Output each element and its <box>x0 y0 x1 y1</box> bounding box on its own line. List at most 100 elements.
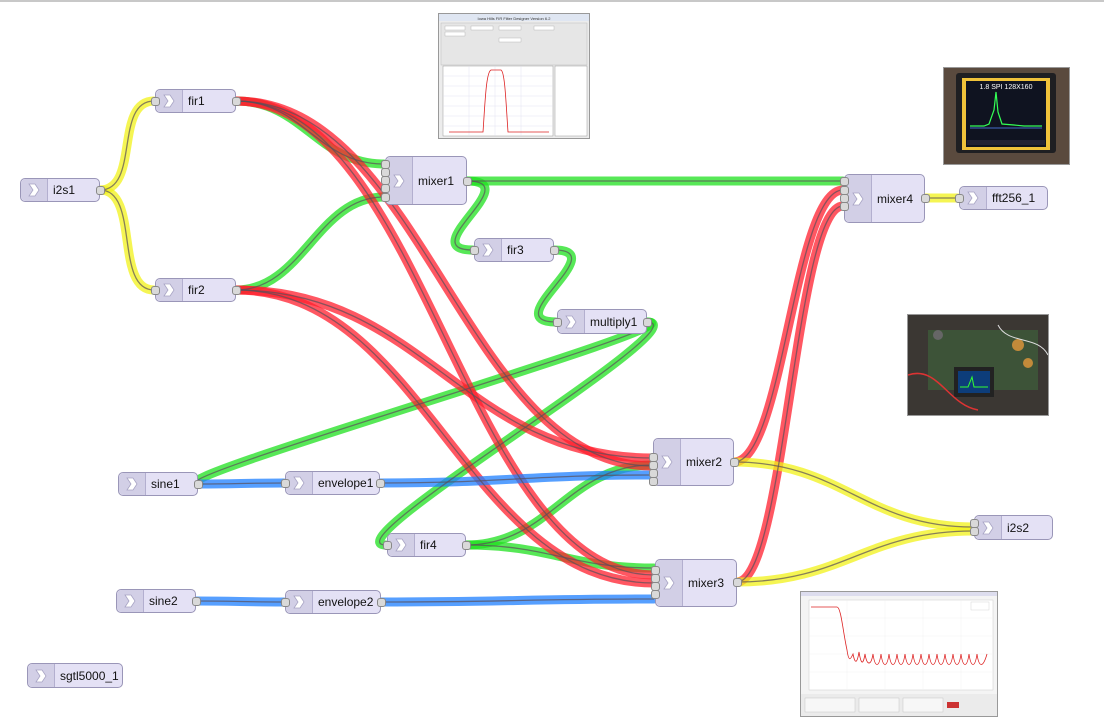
node-port[interactable] <box>955 194 964 203</box>
node-port[interactable] <box>553 318 562 327</box>
node-label: sine1 <box>151 477 180 491</box>
node-port[interactable] <box>730 458 739 467</box>
wire[interactable] <box>99 189 155 291</box>
node-fir1[interactable]: fir1 <box>155 89 236 113</box>
node-label: fir2 <box>188 283 205 297</box>
node-fir2[interactable]: fir2 <box>155 278 236 302</box>
node-mixer2[interactable]: mixer2 <box>653 438 734 486</box>
wire[interactable] <box>736 205 844 583</box>
node-label: i2s2 <box>1007 520 1030 535</box>
node-port[interactable] <box>550 246 559 255</box>
node-fft256_1[interactable]: fft256_1 <box>959 186 1048 210</box>
node-port[interactable] <box>970 527 979 536</box>
node-envelope1[interactable]: envelope1 <box>285 471 380 495</box>
node-label: multiply1 <box>590 314 638 329</box>
wire[interactable] <box>197 482 285 485</box>
node-port[interactable] <box>733 578 742 587</box>
filter-response-plot <box>800 591 998 717</box>
wire[interactable] <box>454 180 486 251</box>
wire[interactable] <box>235 100 653 467</box>
wire[interactable] <box>235 289 655 584</box>
wire[interactable] <box>465 544 655 569</box>
lcd-photo: 1.8 SPI 128X160 <box>943 67 1070 165</box>
wire[interactable] <box>379 321 654 546</box>
node-port[interactable] <box>151 286 160 295</box>
top-border <box>0 0 1104 2</box>
node-fir4[interactable]: fir4 <box>387 533 466 557</box>
node-mixer4[interactable]: mixer4 <box>844 174 925 223</box>
wire[interactable] <box>194 321 652 485</box>
wire[interactable] <box>379 474 653 484</box>
node-port[interactable] <box>232 286 241 295</box>
lcd-caption: 1.8 SPI 128X160 <box>980 84 1033 91</box>
node-fir3[interactable]: fir3 <box>474 238 554 262</box>
node-mixer1[interactable]: mixer1 <box>385 156 467 205</box>
node-label: mixer2 <box>686 455 723 469</box>
node-port[interactable] <box>96 186 105 195</box>
node-label: mixer3 <box>688 576 725 590</box>
node-port[interactable] <box>470 246 479 255</box>
node-sgtl5000_1[interactable]: sgtl5000_1 <box>27 663 123 688</box>
node-port[interactable] <box>649 477 658 486</box>
node-port[interactable] <box>643 318 652 327</box>
io-arrow-icon <box>975 516 1002 539</box>
node-i2s2[interactable]: i2s2 <box>974 515 1053 540</box>
wire[interactable] <box>465 464 653 546</box>
node-port[interactable] <box>194 480 203 489</box>
node-mixer3[interactable]: mixer3 <box>655 559 737 607</box>
io-arrow-icon <box>388 534 415 556</box>
node-label: envelope1 <box>318 476 374 490</box>
node-label: mixer4 <box>877 191 914 206</box>
node-label: fir3 <box>507 243 524 257</box>
io-arrow-icon <box>656 560 683 606</box>
wire[interactable] <box>99 100 155 191</box>
wire[interactable] <box>235 100 385 165</box>
node-port[interactable] <box>840 177 849 186</box>
node-port[interactable] <box>381 193 390 202</box>
io-arrow-icon <box>475 239 502 261</box>
node-label: fir1 <box>188 94 205 108</box>
node-port[interactable] <box>921 194 930 203</box>
node-envelope2[interactable]: envelope2 <box>285 590 381 614</box>
node-label: i2s1 <box>53 183 76 197</box>
node-label: fir4 <box>420 538 437 552</box>
node-port[interactable] <box>151 97 160 106</box>
node-port[interactable] <box>462 541 471 550</box>
wire[interactable] <box>736 530 974 583</box>
io-arrow-icon <box>558 310 585 333</box>
io-arrow-icon <box>286 472 313 494</box>
wire[interactable] <box>380 598 655 603</box>
io-arrow-icon <box>286 591 313 613</box>
wire[interactable] <box>537 249 573 323</box>
node-port[interactable] <box>463 177 472 186</box>
node-port[interactable] <box>192 597 201 606</box>
node-i2s1[interactable]: i2s1 <box>20 178 100 202</box>
node-label: mixer1 <box>418 173 455 188</box>
node-port[interactable] <box>281 479 290 488</box>
io-arrow-icon <box>28 664 55 687</box>
fir-designer-title: Iowa Hills FIR Filter Designer Version 6… <box>478 16 552 21</box>
node-sine2[interactable]: sine2 <box>116 589 196 613</box>
node-multiply1[interactable]: multiply1 <box>557 309 647 334</box>
node-port[interactable] <box>281 598 290 607</box>
node-label: sgtl5000_1 <box>60 668 119 683</box>
node-port[interactable] <box>377 598 386 607</box>
node-port[interactable] <box>381 184 390 193</box>
io-arrow-icon <box>117 590 144 612</box>
wire[interactable] <box>235 100 655 576</box>
io-arrow-icon <box>156 90 183 112</box>
wire[interactable] <box>733 461 974 528</box>
node-port[interactable] <box>840 202 849 211</box>
node-port[interactable] <box>651 590 660 599</box>
io-arrow-icon <box>156 279 183 301</box>
wire[interactable] <box>733 189 844 463</box>
node-port[interactable] <box>232 97 241 106</box>
wire[interactable] <box>195 600 285 603</box>
node-port[interactable] <box>383 541 392 550</box>
node-port[interactable] <box>376 479 385 488</box>
wire[interactable] <box>235 196 385 291</box>
io-arrow-icon <box>654 439 681 485</box>
node-sine1[interactable]: sine1 <box>118 472 198 496</box>
wire[interactable] <box>235 289 653 459</box>
